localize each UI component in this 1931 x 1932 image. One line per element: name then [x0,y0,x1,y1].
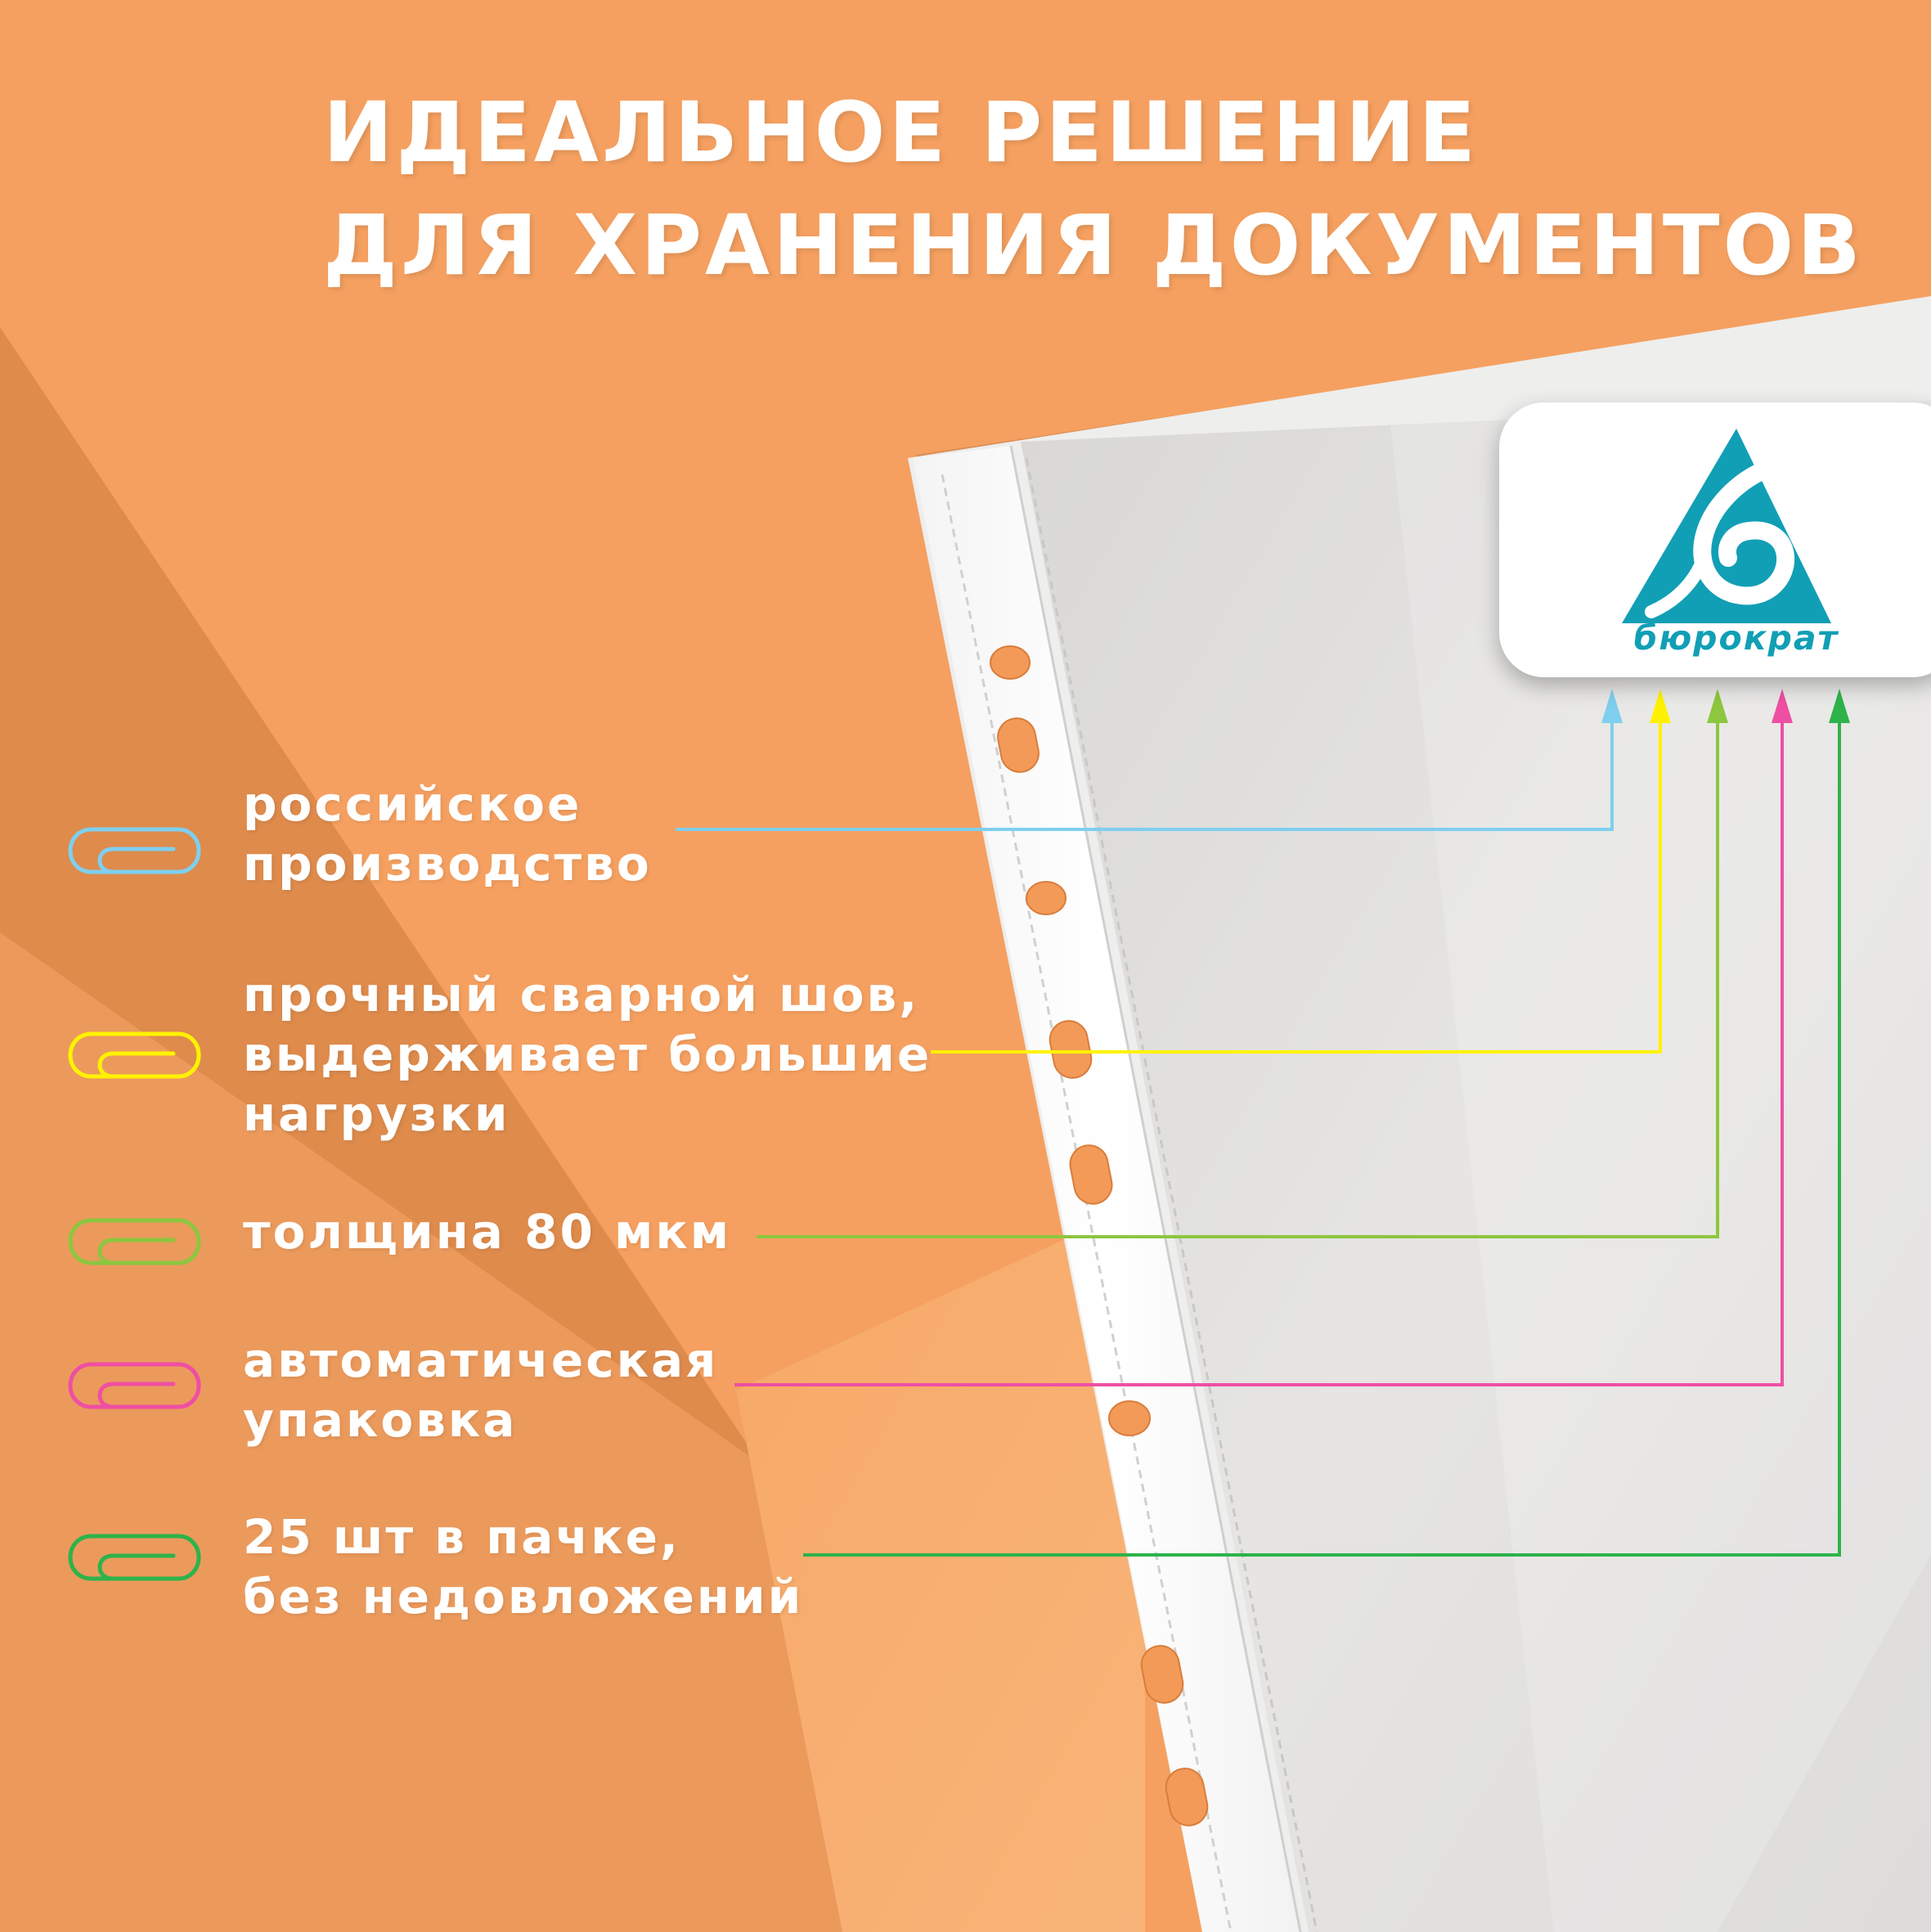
paperclip-icon [68,1031,201,1079]
feature-line: автоматическая [243,1332,719,1388]
feature-line: нагрузки [243,1086,510,1142]
feature-item-2: прочный сварной шов, выдерживает большие… [243,965,932,1144]
paperclip-icon [68,1218,201,1265]
arrow-head-5 [1829,689,1850,723]
connector-line-1 [676,712,1614,831]
feature-item-1: российское производство [243,775,652,894]
feature-line: без недовложений [243,1569,804,1624]
feature-line: упаковка [243,1392,518,1448]
connector-line-3 [757,712,1719,1238]
punch-hole [1165,1768,1209,1826]
punch-hole [990,645,1031,680]
feature-line: 25 шт в пачке, [243,1509,680,1565]
arrow-head-4 [1772,689,1793,723]
background-dark-fold [0,327,761,1464]
punch-hole [1140,1645,1184,1704]
brand-logo-card: бюрократ [1499,402,1931,677]
brand-name: бюрократ [1633,618,1839,658]
feature-item-3: толщина 80 мкм [243,1202,731,1262]
punch-hole [1069,1144,1113,1205]
triangle-b-logo-icon [1622,429,1831,623]
connector-line-4 [734,712,1784,1386]
feature-line: прочный сварной шов, [243,967,920,1022]
feature-line: толщина 80 мкм [243,1204,732,1260]
headline-line-1: ИДЕАЛЬНОЕ РЕШЕНИЕ [323,84,1480,182]
feature-line: производство [243,836,652,892]
sheet-front [1021,401,1931,1932]
strip-edge [1009,445,1302,1932]
arrow-head-2 [1650,689,1671,723]
connector-line-5 [803,712,1841,1557]
feature-item-5: 25 шт в пачке, без недовложений [243,1507,803,1627]
arrow-head-3 [1707,689,1728,723]
weld-seam-2 [1025,457,1318,1932]
connector-line-2 [931,712,1662,1054]
paperclip-icon [68,827,201,874]
paperclip-icon [68,1362,201,1409]
feature-item-4: автоматическая упаковка [243,1331,718,1450]
sheet-protector [908,296,1931,1932]
headline-line-2: ДЛЯ ХРАНЕНИЯ ДОКУМЕНТОВ [323,197,1864,294]
background-dark-band [0,932,842,1932]
punch-hole [1108,1400,1151,1436]
paperclip-icon [68,1534,201,1581]
sheet-highlight [1390,401,1931,1932]
punch-hole [997,717,1040,773]
feature-line: выдерживает большие [243,1027,932,1082]
arrow-head-1 [1601,689,1623,723]
feature-line: российское [243,776,582,832]
punch-hole [1026,881,1067,915]
